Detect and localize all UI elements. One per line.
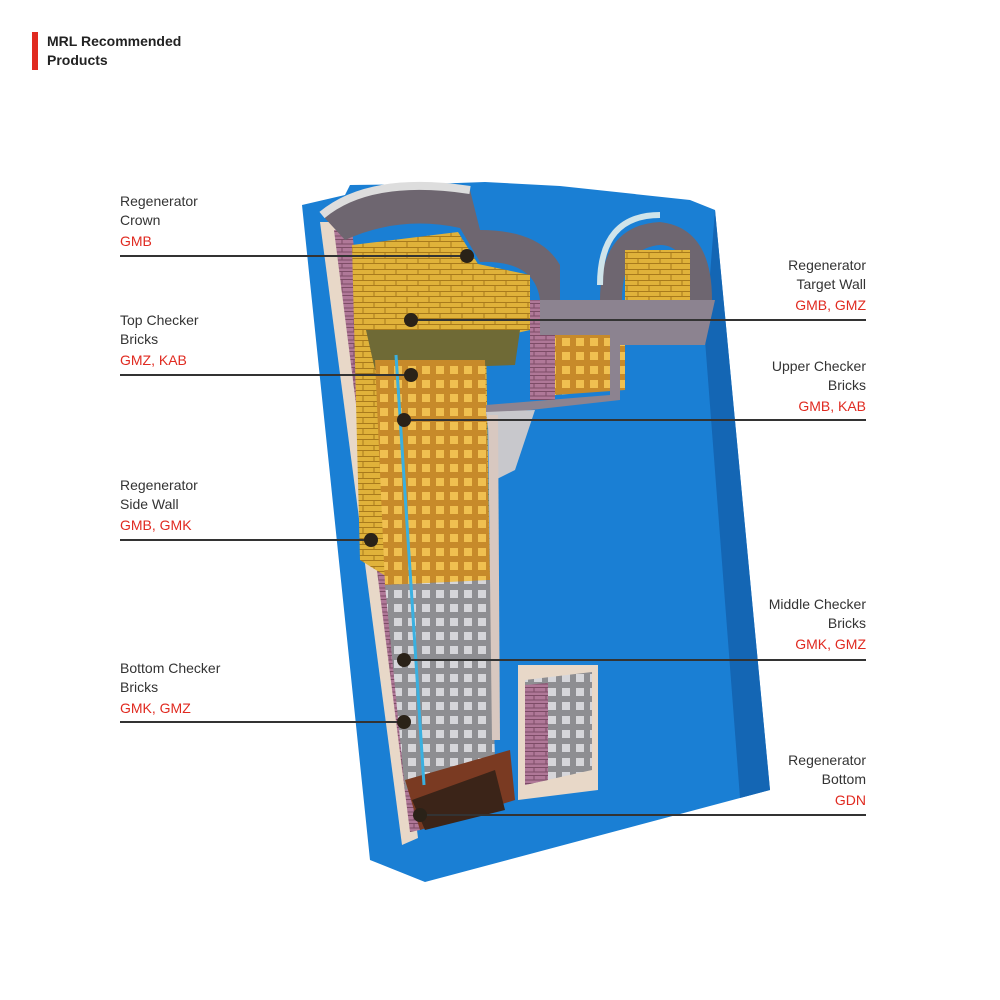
label-middle-checker-bricks: Middle Checker Bricks GMK, GMZ xyxy=(696,595,866,654)
label-products: GMZ, KAB xyxy=(120,352,187,368)
label-products: GMK, GMZ xyxy=(120,700,191,716)
label-line1: Regenerator xyxy=(120,477,198,493)
brand-title-line1: MRL Recommended xyxy=(47,33,182,49)
label-line2: Crown xyxy=(120,212,161,228)
chamber xyxy=(352,232,715,830)
label-products: GMB, GMK xyxy=(120,517,192,533)
brand-title: MRL Recommended Products xyxy=(32,32,217,70)
label-regenerator-crown: Regenerator Crown GMB xyxy=(120,192,290,251)
label-line1: Regenerator xyxy=(788,752,866,768)
label-line2: Bricks xyxy=(120,331,159,347)
label-line2: Side Wall xyxy=(120,496,179,512)
label-line1: Middle Checker xyxy=(768,596,866,612)
callout-dot-side-wall xyxy=(364,533,378,547)
label-products: GMB, KAB xyxy=(798,398,866,414)
label-regenerator-side-wall: Regenerator Side Wall GMB, GMK xyxy=(120,476,290,535)
brand-title-line2: Products xyxy=(47,52,108,68)
label-products: GMK, GMZ xyxy=(795,636,866,652)
label-top-checker-bricks: Top Checker Bricks GMZ, KAB xyxy=(120,311,290,370)
label-line2: Bottom xyxy=(821,771,866,787)
label-regenerator-target-wall: Regenerator Target Wall GMB, GMZ xyxy=(696,256,866,315)
callout-lines xyxy=(120,255,866,816)
label-bottom-checker-bricks: Bottom Checker Bricks GMK, GMZ xyxy=(120,659,290,718)
label-line1: Bottom Checker xyxy=(120,660,221,676)
callout-dot-bottom xyxy=(413,808,427,822)
callout-dot-target-wall xyxy=(404,313,418,327)
label-line2: Bricks xyxy=(827,615,866,631)
callout-dot-middle-checker xyxy=(397,653,411,667)
label-products: GMB, GMZ xyxy=(795,297,866,313)
label-upper-checker-bricks: Upper Checker Bricks GMB, KAB xyxy=(696,357,866,416)
callout-dot-bottom-checker xyxy=(397,715,411,729)
label-line1: Regenerator xyxy=(788,257,866,273)
label-line2: Target Wall xyxy=(796,276,866,292)
callout-dot-top-checker xyxy=(404,368,418,382)
label-products: GMB xyxy=(120,233,152,249)
callout-dot-crown xyxy=(460,249,474,263)
label-line1: Regenerator xyxy=(120,193,198,209)
label-line2: Bricks xyxy=(827,377,866,393)
label-line1: Upper Checker xyxy=(771,358,866,374)
label-regenerator-bottom: Regenerator Bottom GDN xyxy=(696,751,866,810)
callout-dot-upper-checker xyxy=(397,413,411,427)
label-line2: Bricks xyxy=(120,679,159,695)
label-line1: Top Checker xyxy=(120,312,199,328)
crown xyxy=(319,181,712,300)
label-products: GDN xyxy=(834,792,866,808)
